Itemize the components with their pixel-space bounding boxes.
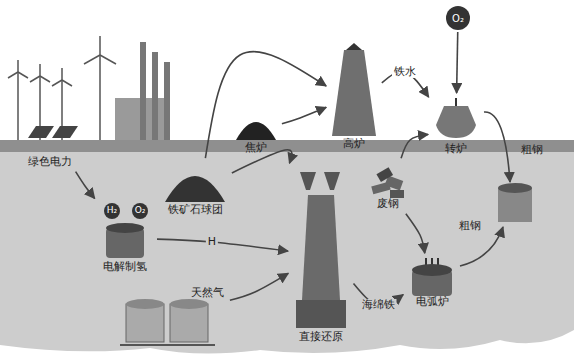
tank-pipe [120,344,215,346]
turbine-blade [61,68,63,80]
node-label: O₂ [450,13,466,24]
scrap-pile [371,167,404,198]
chimney [140,42,146,140]
electrolyser [104,203,148,258]
flow-arrow [457,32,458,93]
converter: 转炉 [430,95,482,157]
turbine-blade [30,76,40,82]
flow-arrow [205,52,326,159]
flow-arrow [230,273,288,300]
turbine-pole [17,72,19,140]
flow-arrow [282,107,326,123]
hopper [300,172,316,190]
turbine-blade [62,80,72,86]
oxygen-source: O₂ [446,6,470,30]
flow-arrow [484,112,510,182]
turbine-blade [100,55,116,64]
node-label: 天然气 [189,287,226,299]
turbine-pole [99,55,101,140]
chimney [152,52,158,140]
electric-arc-furnace [412,258,452,296]
solar-panel [28,126,54,138]
edge-label: H [206,236,218,248]
turbine-blade [99,36,101,55]
converter-vessel [436,106,476,138]
green-power: 绿色电力 [10,95,90,170]
gas-symbol: O₂ [133,206,148,216]
ladle-body [498,188,532,222]
turbine-blade [39,64,41,76]
gas-tanks [120,299,215,345]
node-label: 电解制氢 [101,261,149,273]
solar-panels [28,126,78,138]
gas-bubble [104,203,120,219]
turbine-blade [84,55,100,64]
furnace-roof [412,264,452,276]
steel-flows [460,112,510,266]
arc-furnace: 电弧炉 [405,255,460,310]
ore-pellets: 铁矿石球团 [160,160,230,218]
node-label: 转炉 [443,143,469,155]
blast-furnace [332,43,376,136]
chimney [164,62,170,140]
node-label: 铁矿石球团 [166,204,225,216]
hopper [324,172,340,190]
ladle [498,183,532,222]
edge-label: 铁水 [392,66,418,78]
factory [115,42,170,140]
shaft-body [302,195,340,300]
furnace-body [332,50,376,136]
flow-arrow [406,214,425,253]
turbine-blade [8,72,18,78]
direct-reduction-shaft [296,172,346,328]
flow-arrow [401,134,428,158]
flow-arrow [76,172,95,199]
natural-gas: 天然气 [118,285,228,353]
ladle-rim [498,183,532,193]
scrap: 废钢 [365,160,410,212]
tank-top [170,299,208,309]
underground [0,152,574,354]
furnace-top [346,43,362,50]
edge-label: 海绵铁 [360,299,397,311]
electrolyser: 电解制氢 [95,200,155,275]
node-label: 高炉 [341,138,367,150]
electrolyser-top [106,223,144,233]
pellet-pile [165,176,225,202]
turbine-blade [40,76,50,82]
flow-arrow [157,239,288,251]
tank [170,304,208,342]
turbine-blade [52,80,62,86]
solar-panel [52,126,78,138]
turbine-blade [18,72,28,78]
wind-turbines [8,36,116,140]
scrap-piece [390,190,404,198]
direct-reduction: 直接还原 [290,165,352,345]
blast-furnace: 高炉 [328,40,380,152]
oxygen-circle [446,6,470,30]
node-label: 直接还原 [297,331,345,343]
node-label: 电弧炉 [414,296,451,308]
tank-top [126,299,164,309]
node-label: 废钢 [375,198,401,210]
scrap-piece [376,167,393,182]
tank [126,304,164,342]
product-label: 粗钢 [519,144,545,156]
node-label: 焦炉 [243,142,269,154]
gas-bubble [132,203,148,219]
turbine-blade [17,60,19,72]
product-label: 粗钢 [457,220,483,232]
shaft-base [296,300,346,328]
flow-arrow [460,227,503,266]
coke-pile [236,122,276,140]
gas-symbol: H₂ [105,206,119,216]
node-label: 绿色电力 [26,156,74,168]
converter [436,98,476,138]
coke-oven: 焦炉 [232,108,280,156]
